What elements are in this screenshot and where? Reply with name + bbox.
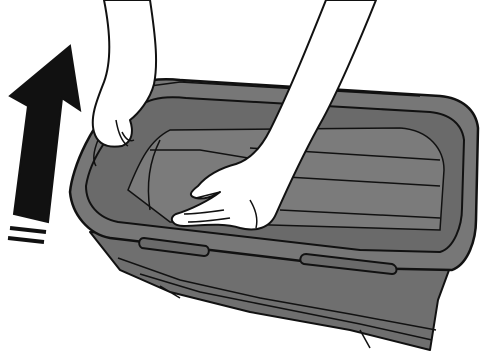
up-arrow-icon (8, 46, 80, 242)
